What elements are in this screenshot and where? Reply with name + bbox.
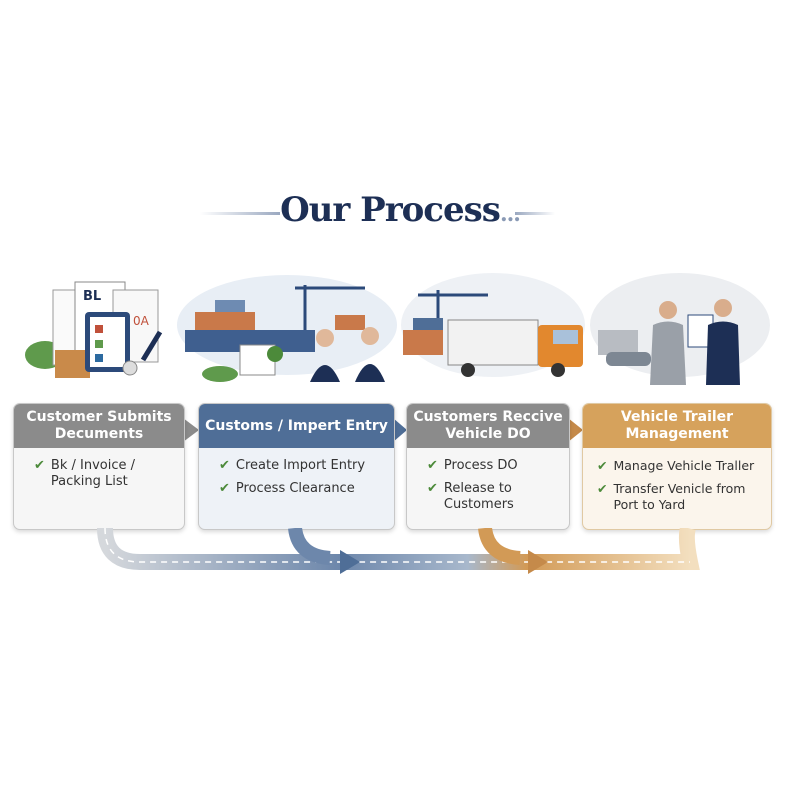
step-item-text: Process Clearance (235, 481, 355, 496)
step-title: Vehicle Trailer Management (583, 404, 771, 448)
step-title: Customs / Impert Entry (199, 404, 394, 448)
step-card-2: Customs / Impert Entry ✔ Create Import En… (198, 403, 395, 530)
check-icon: ✔ (427, 458, 438, 473)
page-title: Our Process... (0, 190, 800, 230)
step-item-text: Create Import Entry (235, 458, 366, 473)
step-item-text: Transfer Venicle from Port to Yard (613, 481, 746, 512)
title-swoosh-left (200, 212, 280, 215)
check-icon: ✔ (597, 481, 608, 496)
step-item: ✔ Bk / Invoice / Packing List (34, 458, 184, 490)
handover-illustration (590, 273, 770, 385)
step-arrow-2 (393, 418, 407, 442)
step-item-text: Process DO (443, 458, 518, 473)
documents-illustration: BL 0A (25, 281, 163, 378)
step-arrow-1 (183, 418, 199, 442)
check-icon: ✔ (427, 481, 438, 496)
step-item: ✔ Release to Customers (427, 481, 569, 513)
step-title: Customers Reccive Vehicle DO (407, 404, 569, 448)
step-item-text: Release to Customers (443, 481, 514, 512)
truck-illustration (401, 273, 585, 377)
process-flow-road (97, 528, 700, 574)
step-card-1: Customer Submits Decuments ✔ Bk / Invoice… (13, 403, 185, 530)
flow-arrowhead-2 (528, 550, 548, 574)
title-dots: ... (499, 201, 521, 227)
step-arrow-3 (568, 418, 583, 442)
check-icon: ✔ (597, 458, 608, 473)
flow-arrowhead-1 (340, 550, 360, 574)
step-card-4: Vehicle Trailer Management ✔ Manage Vehic… (582, 403, 772, 530)
step-card-3: Customers Reccive Vehicle DO ✔ Process DO… (406, 403, 570, 530)
check-icon: ✔ (219, 458, 230, 473)
check-icon: ✔ (219, 481, 230, 496)
svg-text:0A: 0A (133, 314, 150, 328)
step-item: ✔ Transfer Venicle from Port to Yard (597, 481, 771, 513)
step-item: ✔ Manage Vehicle Traller (597, 458, 771, 474)
check-icon: ✔ (34, 458, 45, 473)
step-item: ✔ Process DO (427, 458, 569, 474)
customs-port-illustration (177, 275, 397, 382)
step-item: ✔ Process Clearance (219, 481, 394, 497)
svg-text:BL: BL (83, 289, 101, 304)
title-text: Our Process (280, 190, 501, 230)
step-title: Customer Submits Decuments (14, 404, 184, 448)
step-item-text: Bk / Invoice / Packing List (50, 458, 135, 489)
step-item: ✔ Create Import Entry (219, 458, 394, 474)
step-item-text: Manage Vehicle Traller (613, 458, 755, 473)
